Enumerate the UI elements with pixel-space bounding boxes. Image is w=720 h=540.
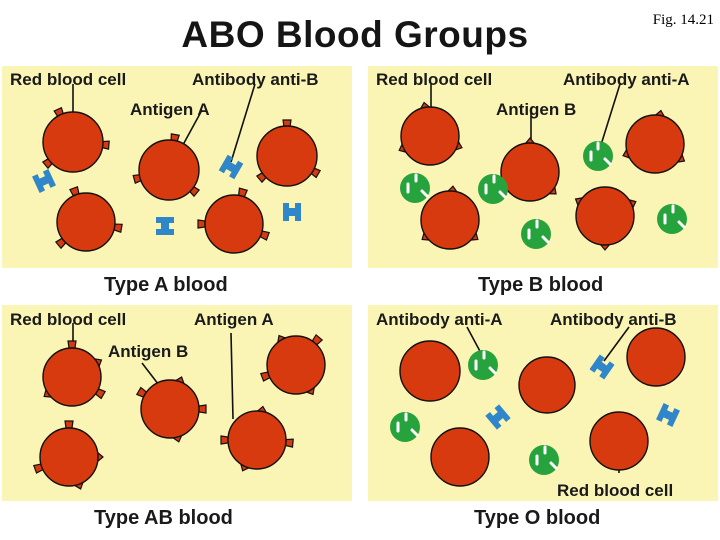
antibody-anti-b	[218, 154, 244, 180]
antibodies-anti-b	[32, 154, 301, 235]
red-blood-cells	[41, 106, 322, 254]
red-blood-cell	[255, 119, 322, 187]
caption-type-a: Type A blood	[104, 274, 228, 296]
red-blood-cells	[399, 327, 686, 487]
red-blood-cell	[518, 356, 576, 414]
label-antibody-anti-b: Antibody anti-B	[550, 310, 677, 329]
caption-type-o: Type O blood	[474, 507, 601, 529]
red-blood-cell	[41, 106, 110, 173]
antibody-anti-b	[656, 403, 680, 427]
red-blood-cells	[33, 333, 326, 490]
red-blood-cell	[132, 133, 201, 201]
antibody-anti-a	[468, 350, 498, 380]
antibodies-anti-b	[485, 354, 680, 430]
antibody-anti-b	[283, 203, 301, 221]
red-blood-cell	[260, 333, 326, 396]
antibodies-anti-a	[400, 141, 687, 249]
label-antibody-anti-b: Antibody anti-B	[192, 70, 319, 89]
red-blood-cell	[135, 376, 207, 443]
panel-type-b-drawing	[398, 83, 687, 251]
panel-type-o: Antibody anti-A Antibody anti-B Red bloo…	[368, 305, 718, 501]
panel-type-o-drawing	[390, 326, 686, 487]
antibody-anti-a	[657, 204, 687, 234]
panel-type-ab-drawing	[33, 323, 326, 490]
red-blood-cell	[399, 340, 461, 402]
red-blood-cell	[626, 327, 686, 387]
antibody-anti-b	[589, 354, 615, 380]
label-red-blood-cell: Red blood cell	[376, 70, 493, 89]
red-blood-cell	[33, 420, 104, 490]
antibody-anti-a	[529, 445, 559, 475]
antibody-anti-b	[485, 404, 511, 430]
label-red-blood-cell: Red blood cell	[557, 481, 674, 500]
red-blood-cell	[499, 137, 560, 202]
red-blood-cell	[622, 109, 686, 174]
caption-type-b: Type B blood	[478, 274, 604, 296]
antibody-anti-a	[583, 141, 613, 171]
panel-type-ab: Red blood cell Antigen A Antigen B	[2, 305, 352, 501]
label-antigen-a: Antigen A	[130, 100, 210, 119]
antibody-anti-b	[32, 169, 56, 193]
red-blood-cells	[398, 101, 686, 251]
antibodies-anti-a	[390, 350, 559, 475]
antibody-anti-a	[390, 412, 420, 442]
antibody-anti-b	[156, 217, 174, 235]
red-blood-cell	[54, 186, 123, 252]
caption-type-ab: Type AB blood	[94, 507, 233, 529]
antibody-anti-a	[478, 174, 508, 204]
panel-type-b: Red blood cell Antibody anti-A Antigen B	[368, 66, 718, 268]
label-red-blood-cell: Red blood cell	[10, 70, 127, 89]
red-blood-cell	[220, 405, 294, 472]
antibody-anti-a	[521, 219, 551, 249]
label-antigen-a: Antigen A	[194, 310, 274, 329]
red-blood-cell	[574, 186, 637, 251]
label-antibody-anti-a: Antibody anti-A	[563, 70, 690, 89]
label-antibody-anti-a: Antibody anti-A	[376, 310, 503, 329]
red-blood-cell	[197, 187, 270, 254]
antibody-anti-a	[400, 173, 430, 203]
panel-type-a-drawing	[32, 83, 322, 254]
label-antigen-b: Antigen B	[108, 342, 189, 361]
diagram-title: ABO Blood Groups	[181, 14, 529, 55]
figure-label: Fig. 14.21	[652, 12, 714, 28]
red-blood-cell	[398, 101, 463, 166]
red-blood-cell	[42, 340, 107, 407]
label-red-blood-cell: Red blood cell	[10, 310, 127, 329]
label-antigen-b: Antigen B	[496, 100, 577, 119]
red-blood-cell	[420, 185, 480, 250]
red-blood-cell	[430, 427, 490, 487]
panel-type-a: Red blood cell Antibody anti-B Antigen A	[2, 66, 352, 268]
red-blood-cell	[589, 411, 649, 471]
